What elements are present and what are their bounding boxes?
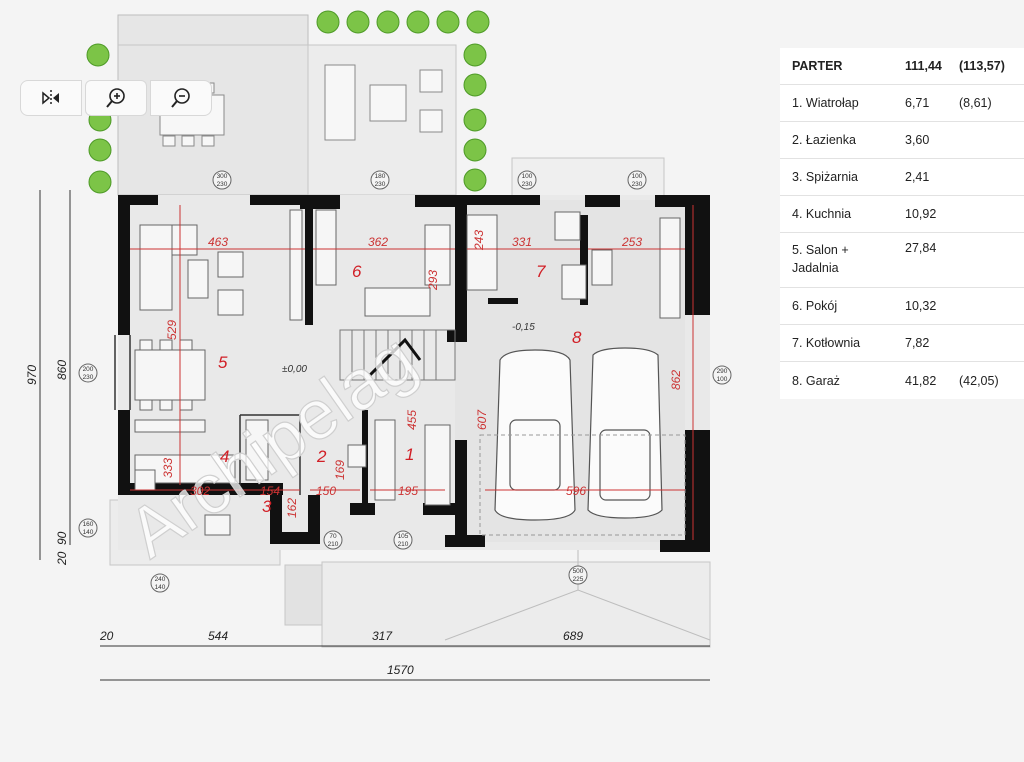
level-label-garage: -0,15 [512,322,535,333]
svg-text:105: 105 [398,533,409,540]
svg-text:290: 290 [717,368,728,375]
svg-text:230: 230 [522,181,533,188]
zoom-out-button[interactable] [150,80,212,116]
svg-text:455: 455 [405,410,419,430]
svg-text:253: 253 [621,235,642,249]
svg-text:20: 20 [99,629,114,643]
svg-text:5: 5 [218,353,228,372]
svg-text:862: 862 [669,370,683,390]
table-row: 5. Salon +Jadalnia 27,84 [780,233,1024,288]
svg-text:20: 20 [55,551,69,566]
svg-text:689: 689 [563,629,583,643]
svg-text:463: 463 [208,235,228,249]
viewer-toolbar [20,80,212,116]
svg-text:4: 4 [220,447,229,466]
svg-text:6: 6 [352,262,362,281]
svg-text:333: 333 [161,458,175,478]
svg-text:362: 362 [368,235,388,249]
svg-text:243: 243 [472,230,486,251]
svg-text:300: 300 [217,173,228,180]
svg-text:140: 140 [155,584,166,591]
svg-text:162: 162 [285,498,299,518]
trees [86,10,490,194]
level-label-ground: ±0,00 [282,364,307,375]
outer-dimension-labels: 20 544 317 689 1570 970 860 90 20 [25,360,583,677]
svg-text:150: 150 [316,484,336,498]
svg-text:160: 160 [83,521,94,528]
svg-text:230: 230 [217,181,228,188]
svg-text:90: 90 [55,531,69,545]
svg-text:500: 500 [573,568,584,575]
svg-text:544: 544 [208,629,228,643]
svg-text:100: 100 [522,173,533,180]
svg-text:154: 154 [260,484,280,498]
table-row: 8. Garaż 41,82 (42,05) [792,373,999,388]
svg-text:230: 230 [83,374,94,381]
table-row: 1. Wiatrołap 6,71 (8,61) [780,85,1024,122]
svg-text:1570: 1570 [387,663,414,677]
svg-text:596: 596 [566,484,586,498]
svg-text:860: 860 [55,360,69,380]
svg-text:2: 2 [316,447,327,466]
zoom-out-icon [171,88,190,108]
header-area2: (113,57) [959,59,1005,73]
svg-text:225: 225 [573,576,584,583]
zoom-in-icon [106,88,125,108]
svg-text:169: 169 [333,460,347,480]
table-row: 3. Spiżarnia 2,41 [780,159,1024,196]
svg-text:230: 230 [375,181,386,188]
svg-text:7: 7 [536,262,546,281]
table-row: 2. Łazienka 3,60 [780,122,1024,159]
svg-text:970: 970 [25,365,39,385]
room-numbers: 1 2 3 4 5 6 7 8 [218,262,582,516]
svg-text:607: 607 [475,409,489,430]
header-area: 111,44 [905,59,942,73]
table-row: 6. Pokój 10,32 [780,288,1024,325]
cars [494,347,663,521]
area-table: PARTER 111,44 (113,57) 1. Wiatrołap 6,71… [780,48,1024,399]
svg-text:331: 331 [512,235,532,249]
svg-text:210: 210 [328,541,339,548]
svg-text:317: 317 [372,629,393,643]
svg-text:1: 1 [405,445,414,464]
zoom-in-button[interactable] [85,80,147,116]
table-header: PARTER 111,44 (113,57) [780,48,1024,85]
table-row: 7. Kotłownia 7,82 [780,325,1024,362]
table-row: 4. Kuchnia 10,92 [780,196,1024,233]
svg-text:70: 70 [329,533,337,540]
svg-text:180: 180 [375,173,386,180]
floor-plan: Archipelag 1 2 3 4 5 6 7 8 ±0,00 -0,15 4… [25,10,732,681]
header-name: PARTER [792,59,843,73]
svg-text:3: 3 [262,497,272,516]
inner-dimension-labels: 463 362 331 253 529 293 243 862 607 455 … [161,230,683,518]
svg-text:230: 230 [632,181,643,188]
svg-text:8: 8 [572,328,582,347]
walls [118,195,710,552]
svg-text:529: 529 [165,320,179,340]
svg-text:140: 140 [83,529,94,536]
svg-text:100: 100 [632,173,643,180]
svg-text:302: 302 [190,484,210,498]
furniture [134,209,681,536]
svg-text:240: 240 [155,576,166,583]
dimension-lines [130,205,694,540]
svg-text:195: 195 [398,484,418,498]
mirror-button[interactable] [20,80,82,116]
svg-text:200: 200 [83,366,94,373]
svg-text:293: 293 [426,270,440,291]
svg-text:210: 210 [398,541,409,548]
mirror-icon [42,90,59,106]
svg-text:100: 100 [717,376,728,383]
